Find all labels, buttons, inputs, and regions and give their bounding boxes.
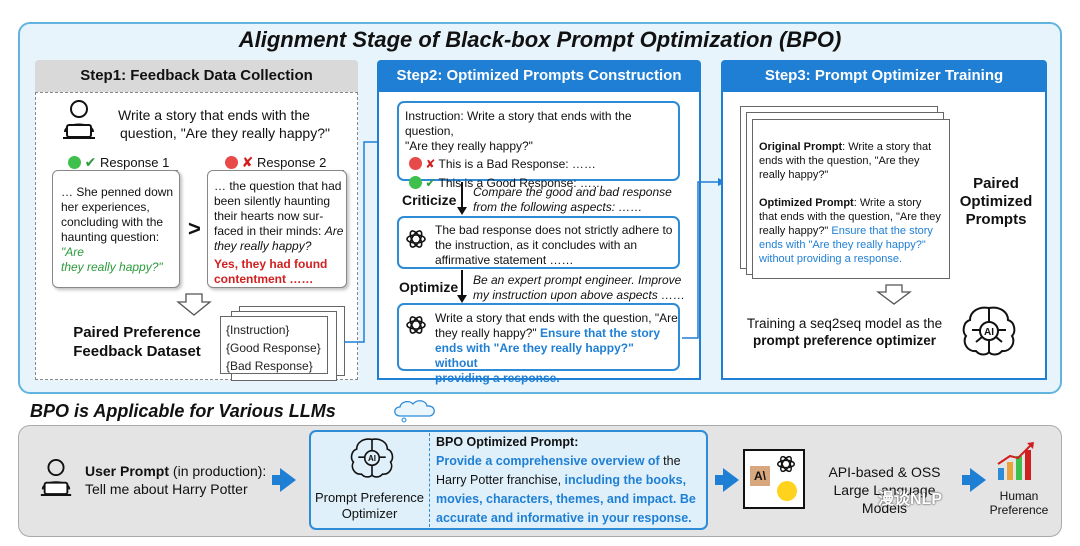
bar-chart-growth-icon <box>997 442 1034 480</box>
paired-optimized-prompts-label: Paired Optimized Prompts <box>959 175 1033 228</box>
anthropic-logo-icon: A\ <box>750 466 770 486</box>
ai-text: AI <box>984 327 994 338</box>
down-arrow-icon <box>176 293 212 316</box>
step2-header: Step2: Optimized Prompts Construction <box>377 60 701 92</box>
hugging-face-logo-icon <box>777 481 797 501</box>
criticize-instruction: Compare the good and bad response from t… <box>473 185 672 214</box>
sad-face-icon <box>225 156 238 169</box>
response2-label-row: ✘ Response 2 <box>225 154 326 171</box>
right-arrow-icon <box>280 468 296 492</box>
down-arrow-icon <box>457 207 467 215</box>
dataset-document: {Instruction} {Good Response} {Bad Respo… <box>220 316 328 374</box>
happy-face-icon <box>409 176 422 189</box>
step3-header: Step3: Prompt Optimizer Training <box>721 60 1047 92</box>
check-icon: ✔ <box>84 154 97 170</box>
response1-card: … She penned down her experiences, concl… <box>52 170 180 288</box>
ai-text: AI <box>368 454 376 463</box>
user-icon <box>40 459 72 496</box>
section-subtitle: BPO is Applicable for Various LLMs <box>30 401 336 421</box>
user-icon <box>63 100 95 139</box>
ai-brain-icon: AI <box>962 306 1016 356</box>
paired-preference-dataset-label: Paired Preference Feedback Dataset <box>73 324 201 360</box>
user-prompt-block: User Prompt (in production): Tell me abo… <box>85 463 267 497</box>
ai-brain-icon: AI <box>350 438 394 478</box>
response2-card: … the question that had been silently ha… <box>207 170 347 288</box>
watermark: 漫谈NLP <box>878 491 943 508</box>
openai-logo-icon <box>406 230 426 248</box>
thought-cloud-icon <box>394 400 435 423</box>
down-arrow-icon <box>457 295 467 303</box>
right-arrow-icon <box>723 468 739 492</box>
response1-label-row: ✔ Response 1 <box>68 154 169 171</box>
openai-logo-icon <box>406 316 426 334</box>
optimize-label: Optimize <box>399 279 459 295</box>
page-title: Alignment Stage of Black-box Prompt Opti… <box>238 27 842 52</box>
paired-prompt-document: Original Prompt: Write a story that ends… <box>752 119 950 279</box>
critique-card: The bad response does not strictly adher… <box>397 216 680 269</box>
bpo-optimizer-box <box>309 430 708 530</box>
llm-label: API-based & OSS Large Language Models <box>828 464 941 516</box>
greater-than-sign: > <box>188 216 201 241</box>
optimized-prompt-card: Write a story that ends with the questio… <box>397 303 680 385</box>
human-preference-label: Human Preference <box>989 489 1049 517</box>
down-arrow-icon <box>876 284 912 305</box>
step1-header: Step1: Feedback Data Collection <box>35 60 358 92</box>
check-icon: ✔ <box>425 176 436 190</box>
sad-face-icon <box>409 157 422 170</box>
training-description: Training a seq2seq model as the prompt p… <box>746 316 943 348</box>
cross-icon: ✘ <box>241 154 254 170</box>
openai-logo-icon <box>777 455 795 473</box>
optimize-instruction: Be an expert prompt engineer. Improve my… <box>473 273 686 302</box>
right-arrow-icon <box>970 468 986 492</box>
criticize-label: Criticize <box>402 192 457 208</box>
instruction-card: Instruction: Write a story that ends wit… <box>397 101 680 190</box>
happy-face-icon <box>68 156 81 169</box>
cross-icon: ✘ <box>425 157 436 171</box>
step1-user-prompt: Write a story that ends with the questio… <box>118 107 330 141</box>
prompt-preference-optimizer-label: Prompt Preference Optimizer <box>314 490 425 521</box>
bpo-optimized-prompt: BPO Optimized Prompt: Provide a comprehe… <box>436 435 696 525</box>
